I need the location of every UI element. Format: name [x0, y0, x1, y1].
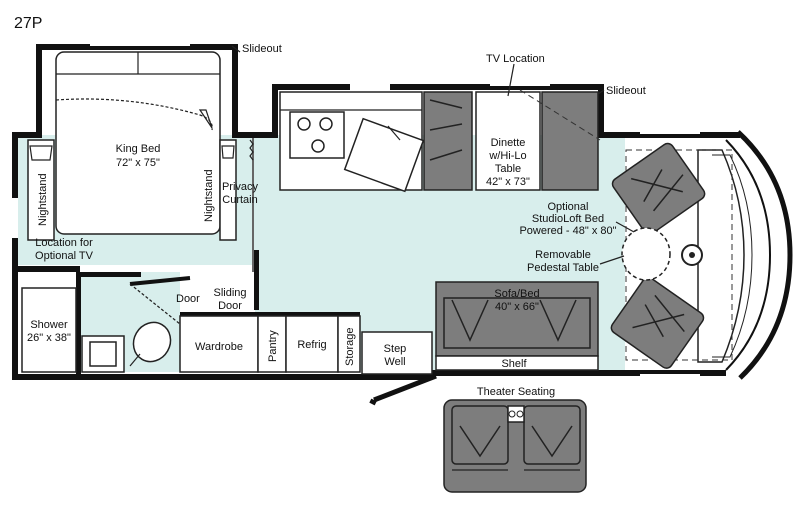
label-king-bed-size: 72" x 75"	[116, 157, 160, 169]
label-pedestal-table: Pedestal Table	[527, 262, 599, 274]
label-theater-seating: Theater Seating	[477, 386, 555, 398]
kitchen-sink	[343, 117, 425, 193]
label-shower-size: 26" x 38"	[27, 332, 71, 344]
label-sliding: Sliding	[213, 287, 246, 299]
label-storage: Storage	[344, 327, 356, 366]
steering-wheel	[681, 244, 703, 266]
entry-door	[369, 373, 437, 406]
label-slideout-bedroom: Slideout	[242, 43, 282, 55]
label-optional: Optional	[548, 201, 589, 213]
pedestal-table	[621, 227, 671, 281]
label-removable: Removable	[535, 249, 591, 261]
captain-chair-passenger	[610, 276, 705, 369]
label-optional-tv: Optional TV	[35, 250, 94, 262]
label-pantry: Pantry	[267, 330, 279, 362]
label-location-for: Location for	[35, 237, 93, 249]
shower	[21, 287, 77, 373]
label-curtain: Curtain	[222, 194, 257, 206]
label-studioloft-bed: StudioLoft Bed	[532, 213, 604, 225]
label-sofa-bed: Sofa/Bed	[494, 288, 539, 300]
label-refrig: Refrig	[297, 339, 326, 351]
optional-tv-window	[12, 198, 18, 238]
label-tv-location: TV Location	[486, 53, 545, 65]
lavatory-sink	[81, 335, 125, 373]
toilet	[129, 321, 172, 367]
label-wardrobe: Wardrobe	[195, 341, 243, 353]
label-well: Well	[384, 356, 405, 368]
label-king-bed: King Bed	[116, 143, 161, 155]
sliding-door	[252, 138, 259, 310]
nightstand-left	[27, 139, 55, 241]
kitchen-slideout	[272, 84, 604, 138]
label-dinette: Dinette	[491, 137, 526, 149]
dinette	[423, 91, 599, 191]
label-sofa-size: 40" x 66"	[495, 301, 539, 313]
front-cab	[697, 130, 793, 380]
label-shower: Shower	[30, 319, 68, 331]
exterior-walls	[12, 132, 740, 380]
model-number: 27P	[14, 15, 42, 32]
nightstand-right	[219, 139, 237, 241]
bathroom-walls	[18, 266, 360, 376]
label-studioloft-size: Powered - 48" x 80"	[519, 225, 616, 237]
label-nightstand-left: Nightstand	[37, 173, 49, 226]
studioloft-bed-outline	[625, 149, 733, 361]
captain-chair-driver	[611, 142, 706, 235]
bedroom-slideout	[36, 44, 238, 138]
label-privacy: Privacy	[222, 181, 259, 193]
shelf	[435, 355, 599, 371]
leader-lines	[231, 45, 635, 265]
label-step: Step	[384, 343, 407, 355]
cooktop	[289, 111, 345, 159]
label-sliding-door: Door	[218, 300, 242, 312]
label-dinette-size: 42" x 73"	[486, 176, 530, 188]
label-slideout-kitchen: Slideout	[606, 85, 646, 97]
privacy-curtain	[249, 139, 254, 161]
sofa-bed	[435, 281, 599, 357]
label-door: Door	[176, 293, 200, 305]
label-table: Table	[495, 163, 521, 175]
windows	[90, 44, 700, 376]
slideout-dashed-line	[519, 89, 601, 141]
label-hi-lo: w/Hi-Lo	[488, 150, 526, 162]
theater-seating	[443, 399, 587, 493]
label-shelf: Shelf	[501, 358, 527, 370]
labels: Slideout TV Location Slideout King Bed 7…	[27, 43, 646, 398]
storage-compartments	[179, 315, 433, 375]
label-nightstand-right: Nightstand	[203, 169, 215, 222]
